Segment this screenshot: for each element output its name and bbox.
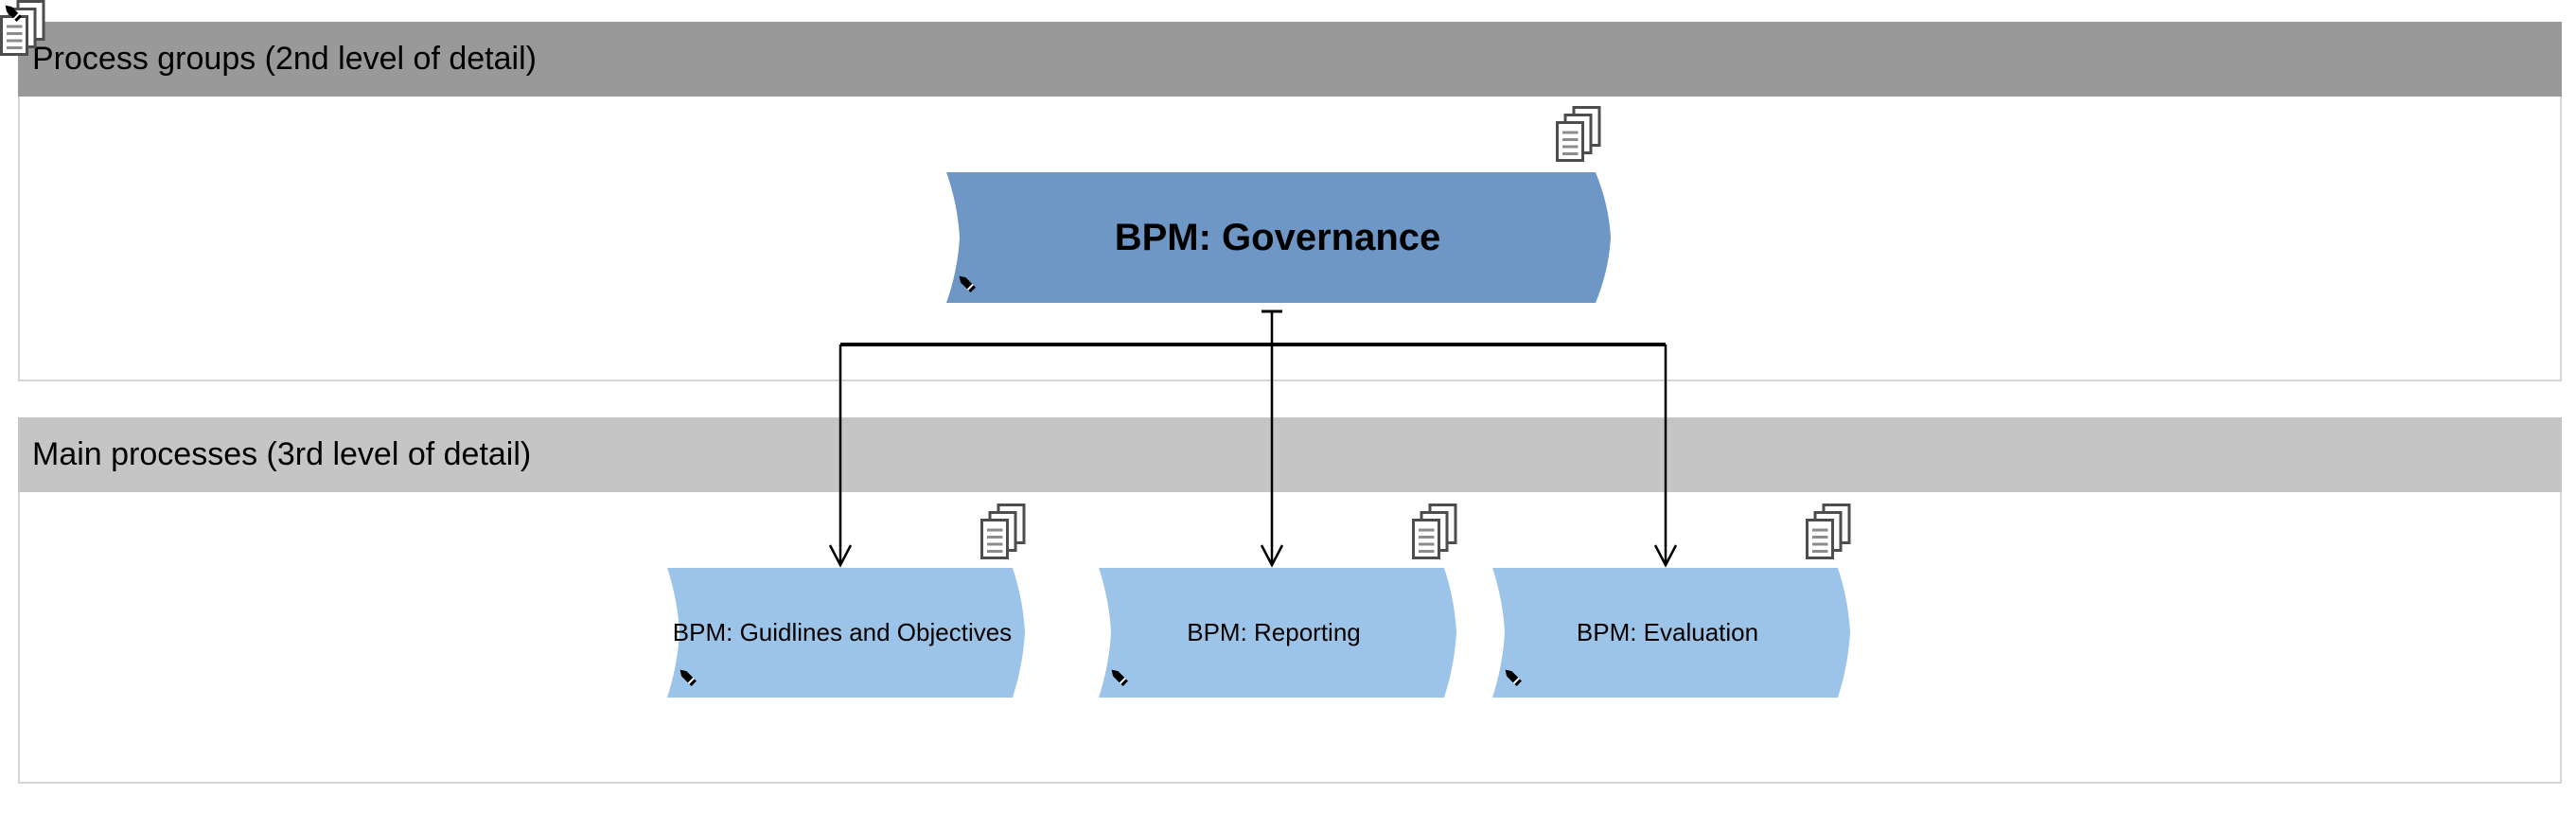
documents-icon[interactable]: [980, 504, 1026, 559]
edge-governance-guidelines[interactable]: [828, 345, 853, 568]
documents-icon[interactable]: [1556, 106, 1601, 162]
edge-governance-evaluation[interactable]: [1653, 345, 1678, 568]
node-evaluation[interactable]: [1492, 568, 1850, 698]
documents-icon[interactable]: [1806, 504, 1851, 559]
lane-title-main-processes: Main processes (3rd level of detail): [32, 436, 532, 472]
documents-icon[interactable]: [1412, 504, 1457, 559]
lane-header-process-groups: Process groups (2nd level of detail): [18, 22, 2562, 97]
arrowhead-icon: [828, 544, 853, 568]
lane-header-main-processes: Main processes (3rd level of detail): [18, 417, 2562, 492]
arrowhead-icon: [1260, 544, 1284, 568]
edge-governance-reporting[interactable]: [1260, 345, 1284, 568]
lane-title-process-groups: Process groups (2nd level of detail): [32, 41, 537, 77]
edge-trunk-governance[interactable]: [840, 309, 1666, 346]
node-governance[interactable]: [946, 172, 1611, 303]
node-reporting[interactable]: [1099, 568, 1456, 698]
node-guidelines[interactable]: [667, 568, 1025, 698]
arrowhead-icon: [1653, 544, 1678, 568]
